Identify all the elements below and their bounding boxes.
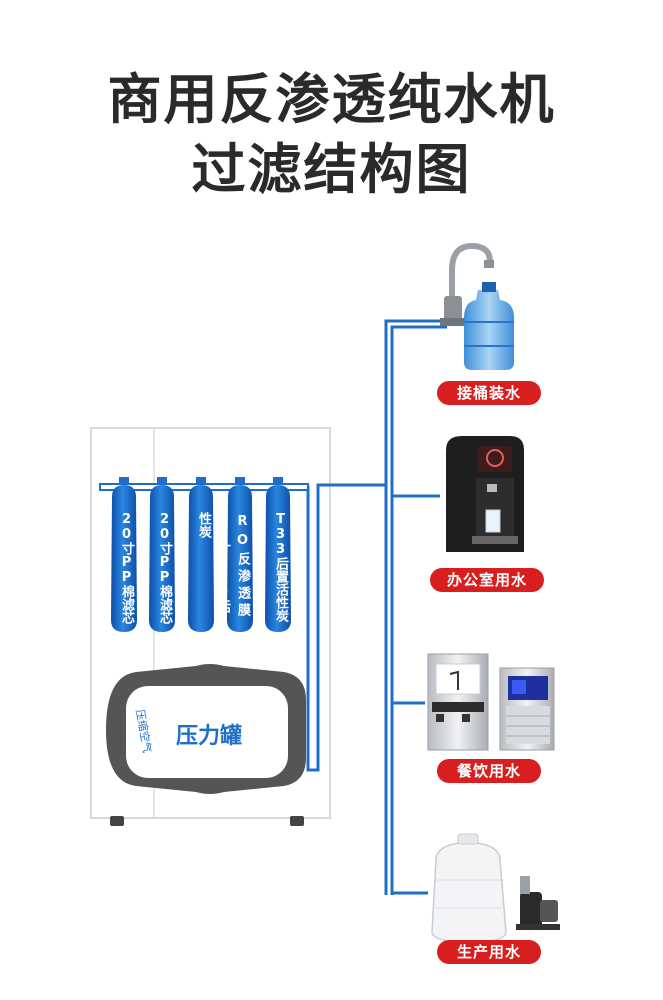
pressure-tank <box>106 664 306 794</box>
pressure-tank-label: 压力罐 <box>176 724 243 749</box>
filter-cartridge-4 <box>227 477 253 632</box>
filter-cartridges <box>111 477 291 632</box>
filter-cartridge-3 <box>188 477 214 632</box>
title-line-2: 过滤结构图 <box>191 138 472 201</box>
filter-label-5: T33后置活性炭 <box>273 512 288 622</box>
filter-label-2: 20寸PP棉滤芯 <box>157 512 172 624</box>
outlet-label-production: 生产用水 <box>437 940 541 964</box>
filter-cartridge-5 <box>265 477 291 632</box>
water-dispenser-icon <box>446 436 524 552</box>
outlet-label-office: 办公室用水 <box>430 568 544 592</box>
water-boiler-ice-machine-icon <box>427 653 555 751</box>
filter-cartridge-1 <box>111 477 137 632</box>
filter-cartridge-2 <box>149 477 175 632</box>
storage-tank-pump-icon <box>431 833 560 943</box>
title-line-1: 商用反渗透纯水机 <box>107 68 556 131</box>
filter-label-3: 20寸CTO活性炭 <box>196 512 230 613</box>
filter-label-1: 20寸PP棉滤芯 <box>119 512 134 624</box>
outlet-label-bucket: 接桶装水 <box>437 381 541 405</box>
outlet-label-catering: 餐饮用水 <box>437 759 541 783</box>
faucet-bucket-icon <box>440 242 514 370</box>
filter-label-4: RO反渗透膜 <box>235 514 250 620</box>
